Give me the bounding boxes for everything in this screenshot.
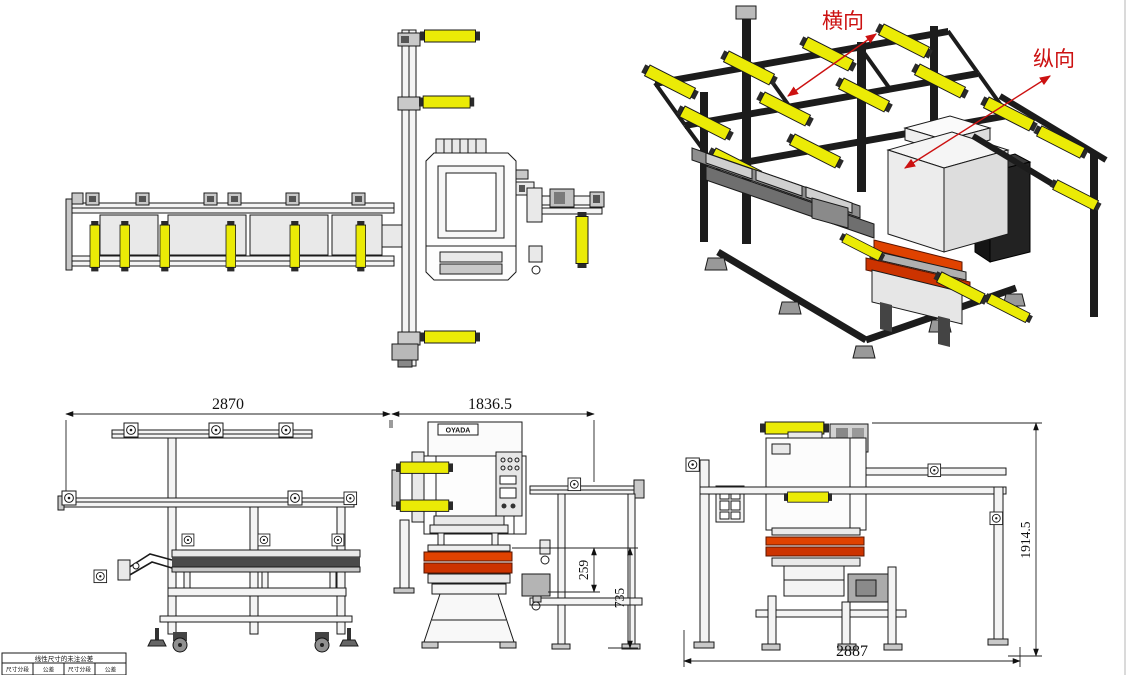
svg-text:2887: 2887 [836,643,868,660]
horizontal-direction-label: 横向 [822,10,864,33]
caster-wheel [172,632,188,653]
tolerance-table-title: 线性尺寸的未注公差 [35,654,94,663]
roller [419,330,481,344]
dimension-machine-height: 1914.5 [872,422,1042,657]
leveling-foot [339,628,359,647]
dimension-feeder-width: 2870 [65,396,391,498]
svg-text:1914.5: 1914.5 [1018,521,1033,558]
roller [89,220,101,272]
roller [225,220,237,272]
tolerance-table: 线性尺寸的未注公差 尺寸分段 公差 尺寸分段 公差 [1,652,127,675]
press-front-view: 1836.5 OYADA [391,396,645,650]
press-iso [886,115,1010,253]
press-plan [425,138,535,281]
bearing-mount [331,533,345,547]
svg-text:735: 735 [612,588,627,609]
roller [119,220,131,272]
roller [395,461,454,474]
roller [395,499,454,512]
bearing-mount [927,463,942,478]
tolerance-cell: 公差 [105,666,117,674]
svg-text:2870: 2870 [212,396,244,413]
conveyor-motor [521,573,551,597]
isometric-view: 横向 纵向 [640,5,1108,359]
dimension-machine-depth: 2887 [683,630,1021,667]
bearing-mount [567,477,582,492]
bearing-mount [93,569,108,584]
dimension-die-space-height: 259 [512,547,638,593]
svg-text:259: 259 [576,560,591,581]
bearing-mount [278,422,294,438]
dimension-bed-height: 735 [608,547,638,649]
tolerance-cell: 尺寸分段 [68,666,91,674]
roller [418,95,475,109]
roller [355,220,367,272]
die-set-side [765,536,865,557]
roller [419,29,481,43]
roller [289,220,301,272]
roller [575,211,589,269]
horizontal-direction-arrow [787,33,877,97]
tolerance-cell: 公差 [43,666,55,674]
outfeed-plan [526,187,605,275]
die-set-front [423,551,513,574]
bearing-mount [208,422,224,438]
bearing-mount [287,490,303,506]
press-control-panel [495,451,523,517]
longitudinal-direction-label: 纵向 [1033,48,1075,71]
dimension-press-line-width: 1836.5 [391,396,595,482]
roller [783,491,833,503]
roller [159,220,171,272]
bearing-mount [257,533,271,547]
bearing-mount [685,457,700,472]
longitudinal-direction-arrow [904,75,1051,169]
bearing-mount [343,491,358,506]
leveling-foot [147,628,167,647]
tolerance-cell: 尺寸分段 [6,666,29,674]
press-brand-label: OYADA [446,428,471,435]
plan-view [65,29,605,368]
caster-wheel [314,632,330,653]
bearing-mount [61,490,77,506]
bearing-mount [123,422,139,438]
bearing-mount [181,533,195,547]
svg-text:1836.5: 1836.5 [468,396,512,413]
side-view: 1914.5 2887 [683,421,1042,667]
feed-motor [391,343,419,361]
rail-mount-blocks [85,192,366,206]
bearing-mount [989,511,1004,526]
feeder-front-view: 2870 [57,396,391,653]
